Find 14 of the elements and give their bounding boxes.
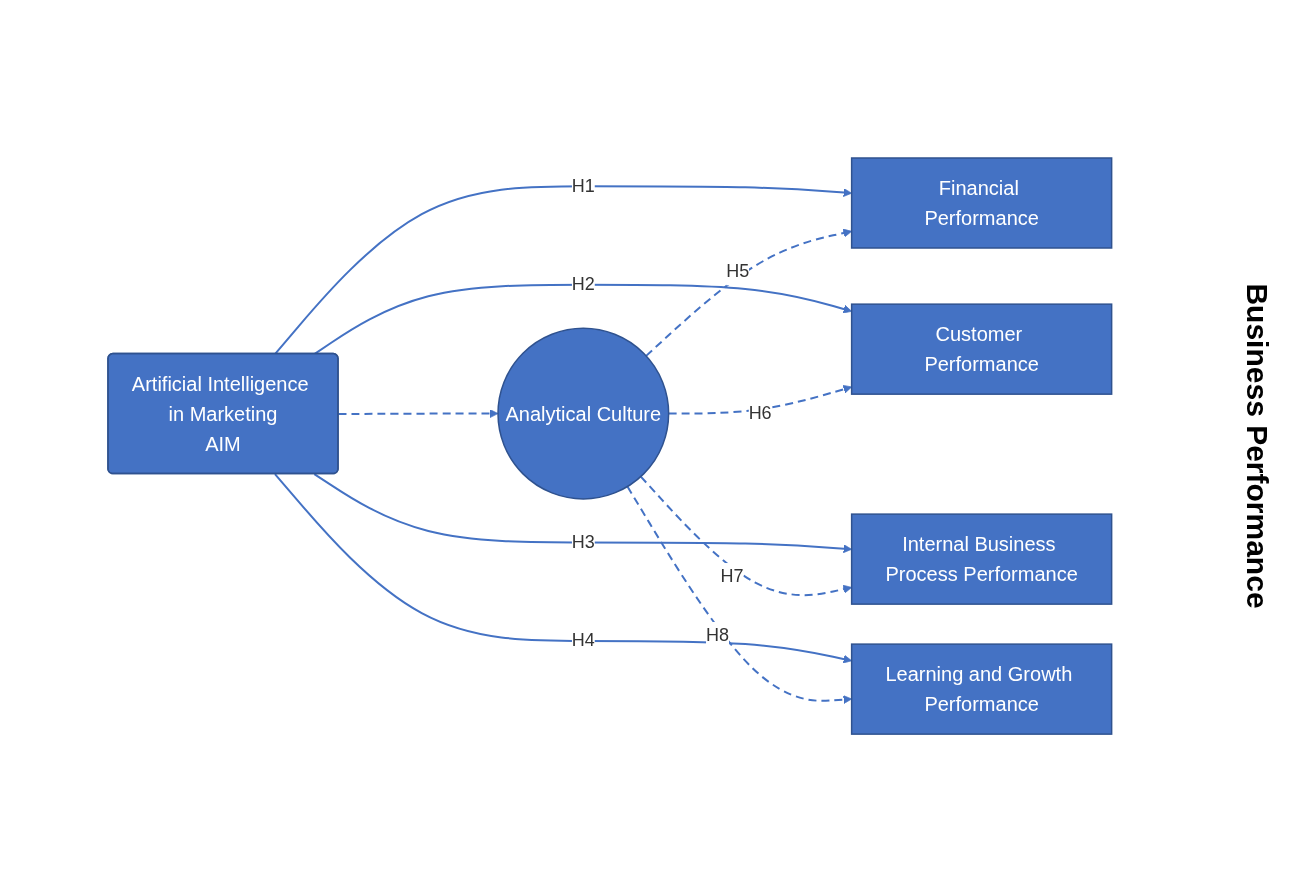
edge-label: H5 — [726, 261, 750, 282]
edge-label: H3 — [571, 531, 595, 552]
edge-label: H1 — [571, 175, 595, 196]
node-box: Internal Business Process Performance — [851, 513, 1113, 605]
edge-label: H6 — [748, 403, 772, 423]
node-circle: Analytical Culture — [497, 327, 670, 500]
node-box: Financial Performance — [851, 157, 1113, 249]
node-box: Learning and Growth Performance — [851, 643, 1113, 735]
edge-label: H2 — [571, 274, 595, 295]
edge-label: H7 — [720, 566, 744, 587]
side-heading: Business Performance — [1240, 283, 1274, 609]
edge-label: H4 — [571, 630, 595, 651]
node-box: Customer Performance — [851, 303, 1113, 395]
edge-label: H8 — [706, 624, 730, 645]
